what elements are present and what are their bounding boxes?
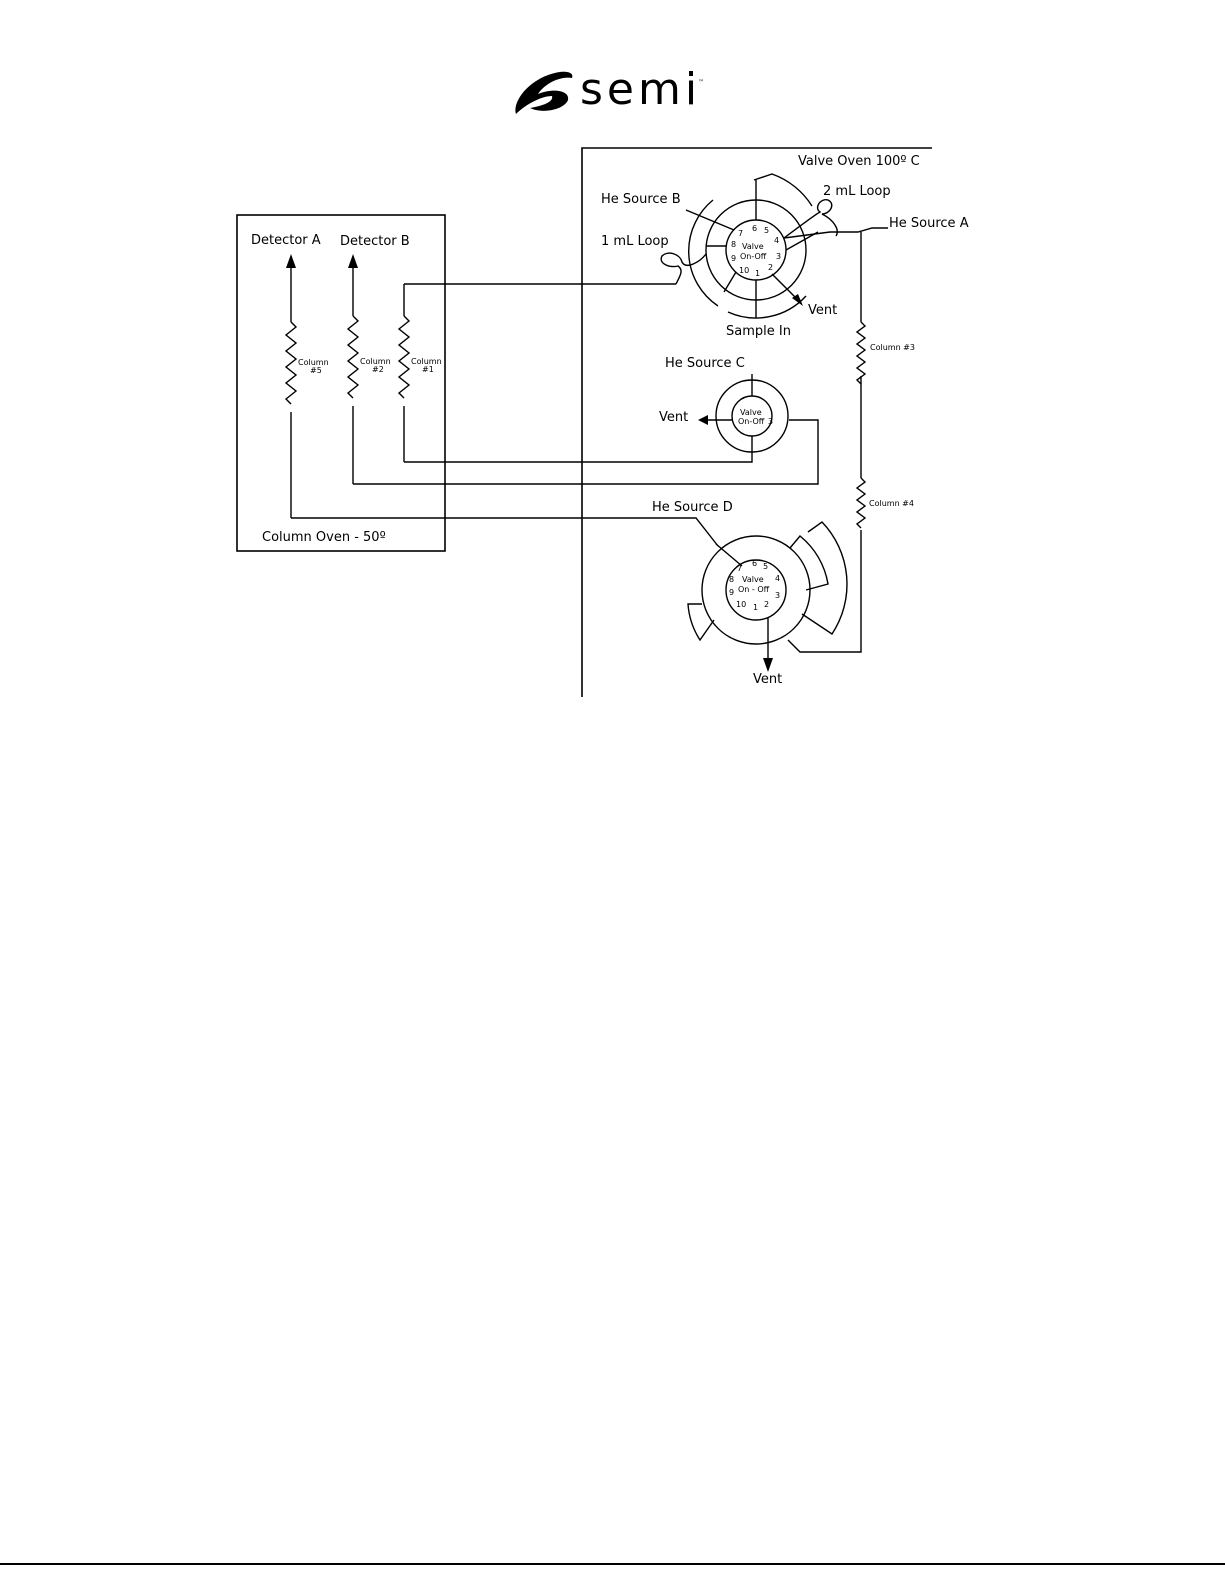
column-2-label-2: #2 <box>372 365 384 374</box>
line-column1-to-valve2 <box>404 452 752 462</box>
valve-1-port-2: 2 <box>768 263 773 272</box>
vent-label-valve-2: Vent <box>659 410 688 425</box>
column-4-label: Column #4 <box>869 499 914 508</box>
detector-b-label: Detector B <box>340 234 410 249</box>
valve-1-label-1: Valve <box>742 242 764 251</box>
valve-3-port-5: 5 <box>763 562 768 571</box>
column-2-zigzag <box>348 316 358 398</box>
valve-1-port-6: 6 <box>752 224 757 233</box>
he-source-d-label: He Source D <box>652 500 733 515</box>
he-source-a-line <box>830 228 888 232</box>
valve-3-port-1: 1 <box>753 603 758 612</box>
column-oven-label: Column Oven - 50º <box>262 530 386 545</box>
valve-1-port-4: 4 <box>774 236 779 245</box>
valve-1-port-8: 8 <box>731 240 736 249</box>
he-source-c-label: He Source C <box>665 356 745 371</box>
valve-3-port-8: 8 <box>729 575 734 584</box>
valve-1-spoke-vent <box>772 274 796 298</box>
valve-3-port-2: 2 <box>764 600 769 609</box>
valve-oven-label: Valve Oven 100º C <box>798 154 920 169</box>
he-source-b-label: He Source B <box>601 192 681 207</box>
valve-1-outer-arc-top <box>754 174 812 206</box>
valve-1-port-5: 5 <box>764 226 769 235</box>
loop-1ml-label: 1 mL Loop <box>601 234 669 249</box>
loop-2ml-label: 2 mL Loop <box>823 184 891 199</box>
valve-3-label-1: Valve <box>742 575 764 584</box>
valve-2-label-1: Valve <box>740 408 762 417</box>
detector-a-arrow-icon <box>286 254 296 268</box>
column-1-zigzag <box>399 316 409 398</box>
valve-1-port-10: 10 <box>739 266 749 275</box>
column-5-label-2: #5 <box>310 366 322 375</box>
valve-3-port-3: 3 <box>775 591 780 600</box>
footer-rule <box>0 1563 1225 1565</box>
column-1-label-2: #1 <box>422 365 434 374</box>
valve-1-port-3: 3 <box>776 252 781 261</box>
column-5-zigzag <box>286 322 296 404</box>
valve-1-spoke-10 <box>724 272 736 292</box>
detector-a-label: Detector A <box>251 233 321 248</box>
column-4-to-valve3-line <box>788 530 861 652</box>
valve-3-vent-arrow-icon <box>763 658 773 672</box>
valve-1-outer-arc-left <box>689 200 718 306</box>
valve-1-label-2: On-Off <box>740 252 767 261</box>
valve-3-port-9: 9 <box>729 588 734 597</box>
valve-1-port-7: 7 <box>738 229 743 238</box>
vent-label-valve-3: Vent <box>753 672 782 687</box>
valve-1-port-9: 9 <box>731 254 736 263</box>
valve-3-port-4: 4 <box>775 574 780 583</box>
valve-2: Valve On-Off 3 <box>698 374 788 452</box>
valve-2-vent-arrow-icon <box>698 415 708 425</box>
valve-2-port-3: 3 <box>768 417 773 426</box>
column-3-zigzag <box>857 322 865 384</box>
sample-in-label: Sample In <box>726 324 791 339</box>
valve-1-port-1: 1 <box>755 269 760 278</box>
loop-1ml-coil <box>661 253 706 284</box>
column-3-label: Column #3 <box>870 343 915 352</box>
valve-3-outer-arc-3 <box>688 604 714 640</box>
vent-label-valve-1: Vent <box>808 303 837 318</box>
valve-3-port-6: 6 <box>752 559 757 568</box>
valve-3-port-7: 7 <box>737 564 742 573</box>
detector-b-arrow-icon <box>348 254 358 268</box>
valve-2-label-2: On-Off <box>738 417 765 426</box>
he-source-a-label: He Source A <box>889 216 969 231</box>
valve-3-label-2: On - Off <box>738 585 770 594</box>
valve-3-spoke-d <box>716 544 742 566</box>
column-oven-box <box>237 215 445 551</box>
valve-3: Valve On - Off 1 2 3 4 5 6 7 8 9 10 <box>688 522 847 672</box>
column-4-zigzag <box>857 478 865 528</box>
valve-3-port-10: 10 <box>736 600 746 609</box>
